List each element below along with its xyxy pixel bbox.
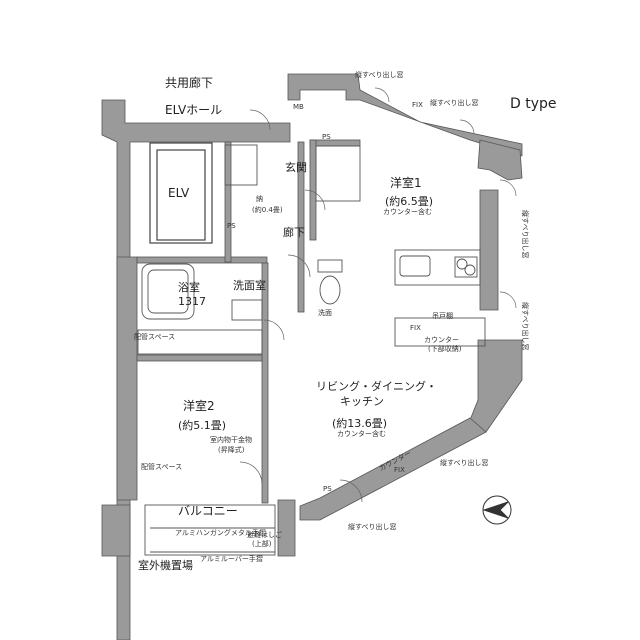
haibun-space-bottom: 配管スペース: [141, 463, 183, 471]
ldk-note: カウンター含む: [337, 430, 386, 438]
wall-partition-3: [297, 141, 305, 313]
wall-partition-6: [309, 139, 361, 147]
counter-label: カウンター: [424, 336, 459, 344]
ldk-line2: キッチン: [340, 395, 384, 408]
evac-ladder-label: 避難はしご: [247, 531, 282, 539]
door-swing-entrance: [249, 109, 271, 131]
wall-partition-7: [309, 139, 317, 241]
bedroom2-size: (約5.1畳): [178, 419, 227, 432]
fix-bottom-label: FIX: [394, 466, 405, 474]
ps-bottom-label: PS: [323, 485, 332, 493]
wall-partition-2: [224, 141, 232, 263]
door-swing-hall: [287, 254, 311, 278]
toilet-tank: [317, 259, 343, 273]
storage-label: 納: [256, 195, 263, 203]
bathroom-label: 浴室: [178, 281, 200, 294]
door-swing-window-top2: [459, 119, 475, 135]
washroom-shelf: 洗面: [318, 309, 332, 317]
kitchen-hob-2: [464, 264, 476, 276]
door-swing-washroom: [263, 319, 285, 341]
ldk-line1: リビング・ダイニング・: [316, 380, 437, 393]
ldk-size: (約13.6畳): [332, 417, 388, 430]
ps-upper-label: PS: [227, 222, 236, 230]
fix-top-label: FIX: [412, 101, 423, 109]
wall-right-exterior: [477, 139, 523, 181]
bedroom1-closet: [315, 145, 361, 202]
window-note-bottom2: 縦すべり出し窓: [348, 523, 397, 531]
door-swing-window-right1: [499, 179, 517, 197]
bedroom2-note1: 室内物干金物: [210, 436, 252, 444]
wall-right-lower: [469, 339, 523, 433]
kitchen-hob: [454, 256, 478, 278]
wall-partition-5: [136, 354, 263, 362]
mb-label: MB: [293, 103, 304, 111]
bathtub: [141, 263, 195, 320]
bedroom1-note: カウンター含む: [383, 208, 432, 216]
elv-hall-label: ELVホール: [165, 103, 223, 117]
bedroom1-size: (約6.5畳): [385, 195, 434, 208]
counter-fix: FIX: [410, 324, 421, 332]
elv-label: ELV: [168, 186, 190, 200]
window-note-top2: 縦すべり出し窓: [430, 99, 479, 107]
door-swing-window-right2: [499, 291, 517, 309]
wall-left-column: [116, 256, 138, 501]
aluminum-rail-label: アルミハンガングメタル手摺: [175, 529, 266, 537]
bedroom1-name: 洋室1: [390, 176, 422, 190]
bedroom2-note2: (昇降式): [218, 446, 245, 454]
plan-type-label: D type: [510, 96, 557, 112]
door-swing-bedroom1: [304, 189, 326, 211]
toilet: [319, 275, 341, 305]
wash-basin: [231, 299, 263, 321]
window-note-right2: 縦すべり出し窓: [521, 302, 529, 351]
counter-shelf: 吊戸棚: [432, 312, 453, 320]
kitchen-sink: [399, 255, 431, 277]
window-note-top1: 縦すべり出し窓: [355, 71, 404, 79]
door-swing-balcony: [339, 479, 363, 503]
bathroom-size: 1317: [178, 295, 206, 308]
entrance-label: 玄関: [285, 161, 307, 174]
wall-partition-1: [136, 256, 268, 264]
wall-right-column: [479, 189, 499, 311]
evac-ladder-note: (上部): [252, 540, 272, 548]
washroom-label: 洗面室: [233, 279, 266, 292]
shoe-storage: [224, 144, 258, 186]
wall-lower-diagonal: [299, 417, 487, 521]
corridor-label: 共用廊下: [165, 76, 214, 90]
bedroom2-name: 洋室2: [183, 399, 215, 413]
balcony-label: バルコニー: [178, 504, 238, 518]
wall-top-core: [101, 99, 291, 640]
bedroom2-closet: [137, 329, 263, 355]
bathtub-inner: [147, 269, 189, 314]
window-note-right1: 縦すべり出し窓: [521, 210, 529, 259]
door-swing-window-top1: [374, 87, 390, 103]
window-note-bottom1: 縦すべり出し窓: [440, 459, 489, 467]
kitchen-hob-1: [456, 258, 468, 270]
storage-note: (約0.4畳): [252, 206, 283, 214]
counter-note: (下部収納): [428, 345, 462, 353]
wall-partition-4: [261, 262, 269, 504]
wall-bottom-right: [277, 499, 296, 557]
kitchen-counter: [394, 249, 481, 286]
wall-bottom-balcony: [101, 504, 131, 557]
louver-rail-label: アルミルーバー手摺: [200, 555, 263, 563]
door-swing-bedroom2: [239, 461, 263, 485]
elevator-car: [156, 149, 206, 241]
compass-icon: [482, 495, 512, 525]
ps-top-label: PS: [322, 133, 331, 141]
hallway-label: 廊下: [283, 226, 305, 239]
wall-top-exterior: [287, 73, 523, 157]
outdoor-unit-label: 室外機置場: [138, 559, 193, 572]
haibun-space-top: 配管スペース: [134, 333, 176, 341]
island-counter: [394, 317, 486, 347]
elevator-shaft: [149, 142, 213, 244]
balcony-area: [144, 504, 276, 556]
